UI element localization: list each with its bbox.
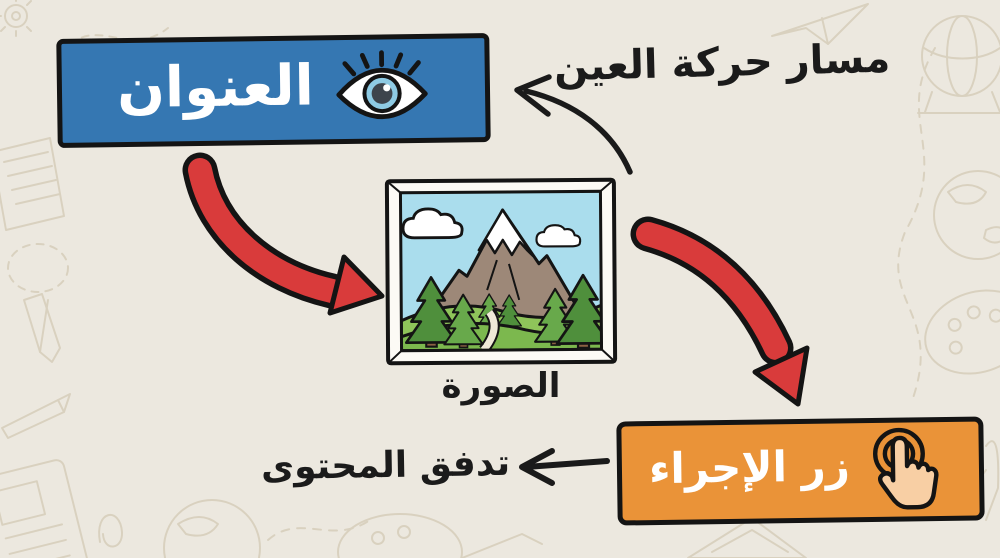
content-flow-label: تدفق المحتوى [260, 442, 511, 489]
eye-path-arrow [514, 74, 633, 175]
palette-bottom-doodle [337, 513, 463, 558]
pen-doodle [23, 293, 61, 363]
red-arrow-title-to-image [182, 152, 385, 316]
landscape-scene [400, 191, 602, 351]
action-button-label: زر الإجراء [648, 441, 851, 494]
tap-icon [863, 425, 952, 514]
action-button: زر الإجراء [616, 416, 985, 526]
image-label: الصورة [441, 366, 561, 406]
gear-doodle [0, 0, 32, 37]
eye-path-label: مسار حركة العين [553, 35, 891, 91]
eye-icon [333, 48, 430, 129]
globe-doodle [933, 170, 1000, 260]
dashed-path-bottom-doodle [267, 519, 371, 541]
title-box: العنوان [56, 32, 491, 149]
globe-bottom-doodle [163, 499, 261, 558]
pencil-bottom-doodle [461, 533, 543, 558]
paperclip-doodle [98, 514, 124, 548]
desk-globe-doodle [917, 15, 1000, 114]
content-flow-arrow [519, 448, 610, 486]
dashed-loop-doodle [7, 243, 69, 293]
pencil-doodle [1, 393, 71, 439]
image-frame [384, 177, 618, 366]
red-arrow-image-to-button [630, 216, 810, 407]
snow-cap [477, 208, 535, 258]
inner-frame-border [398, 189, 604, 353]
frame-miters [385, 178, 617, 365]
title-box-label: العنوان [116, 52, 315, 121]
dashed-path-doodle [897, 47, 936, 399]
document-doodle [0, 137, 65, 231]
palette-doodle [924, 289, 1000, 375]
notebook-doodle [0, 459, 91, 558]
